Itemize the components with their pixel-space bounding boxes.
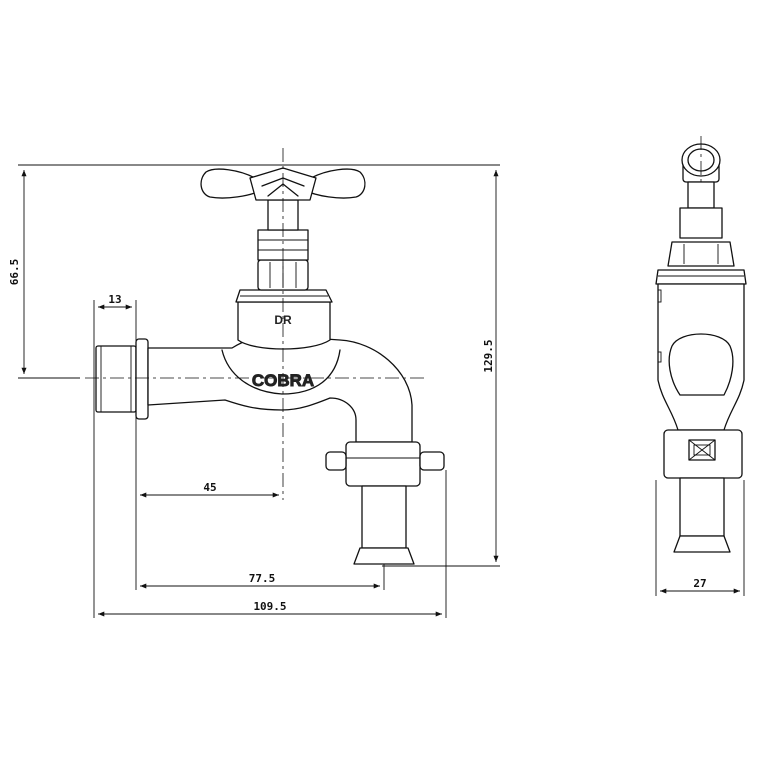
side-nozzle xyxy=(673,477,731,553)
side-bonnet-flange xyxy=(655,269,747,285)
dim-label-45: 45 xyxy=(203,481,216,494)
side-hex-nut xyxy=(667,241,735,267)
bonnet-marking: DR xyxy=(274,313,292,327)
front-view: DR COBRA xyxy=(8,148,500,618)
side-stem xyxy=(687,181,715,209)
dim-label-109-5: 109.5 xyxy=(253,600,286,613)
side-view: 27 xyxy=(655,136,747,596)
side-union xyxy=(663,429,743,479)
dim-label-129-5: 129.5 xyxy=(482,339,495,372)
dim-label-27: 27 xyxy=(693,577,706,590)
body-marking: COBRA xyxy=(252,371,314,390)
side-stem-collar xyxy=(679,207,723,239)
side-body xyxy=(657,283,745,431)
outlet-union xyxy=(325,441,445,487)
inlet-thread xyxy=(95,338,149,420)
side-handle xyxy=(681,136,721,190)
dim-label-77-5: 77.5 xyxy=(249,572,276,585)
dim-label-13: 13 xyxy=(108,293,121,306)
bonnet: DR xyxy=(235,289,333,350)
hose-nozzle xyxy=(353,485,415,565)
dim-label-66-5: 66.5 xyxy=(8,259,21,286)
